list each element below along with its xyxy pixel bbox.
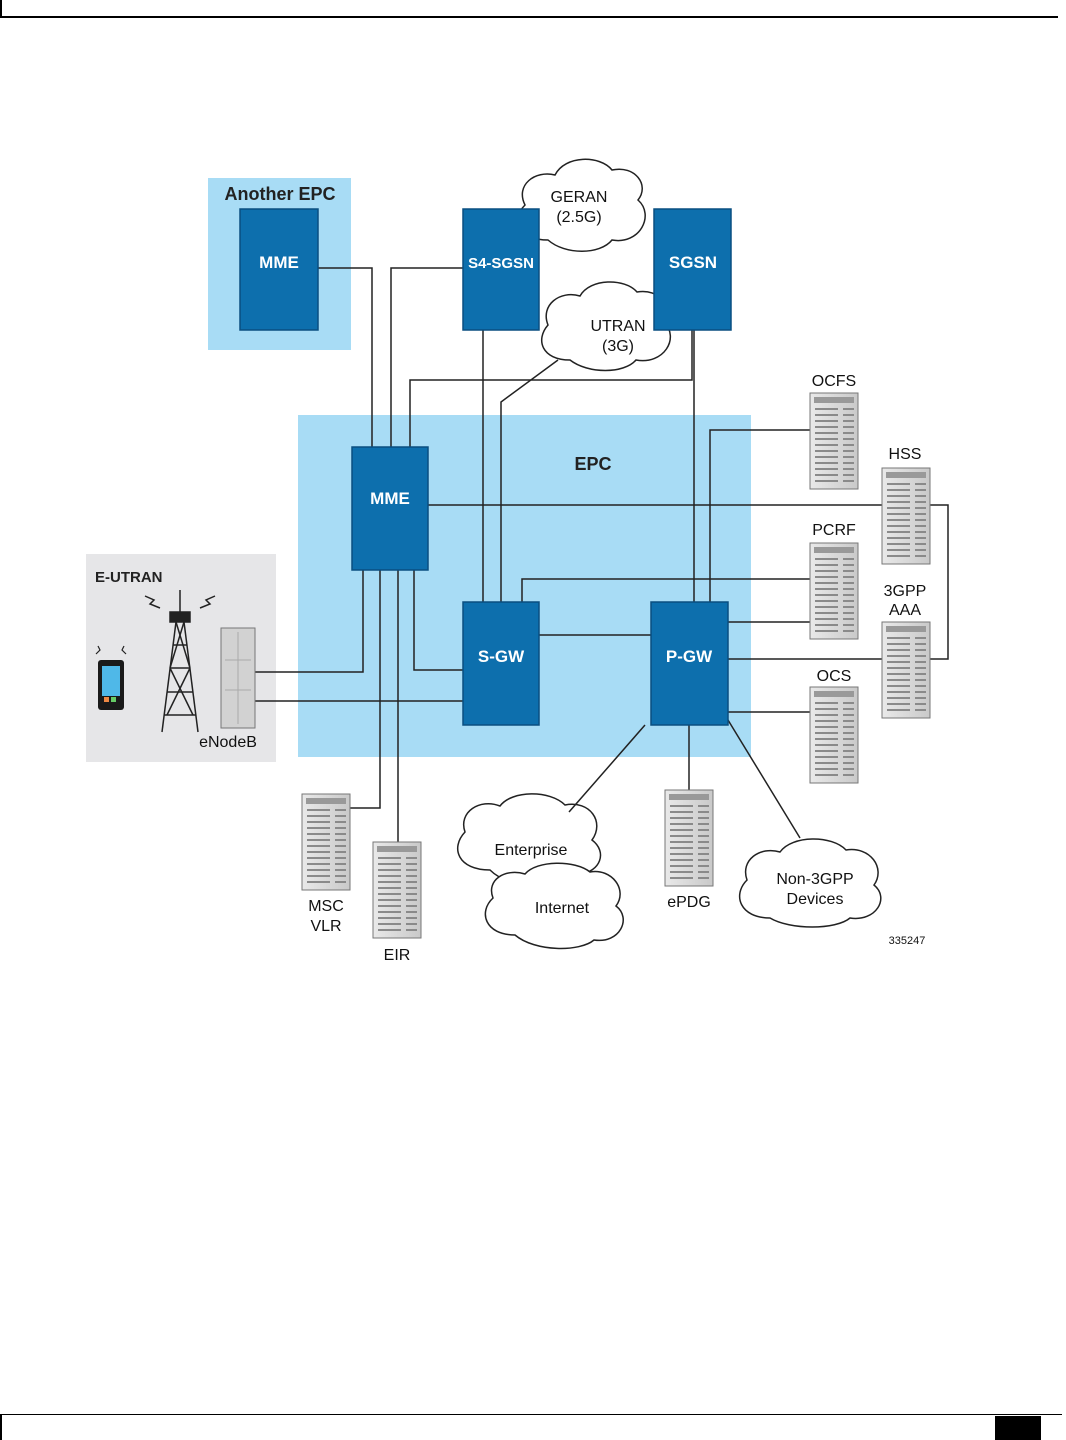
link-sgw-pcrf <box>521 578 810 602</box>
link-utran-sgw <box>500 359 559 602</box>
another-epc-title: Another EPC <box>224 184 335 204</box>
server-3gpp-aaa: 3GPP AAA <box>881 583 931 719</box>
geran-sublabel: (2.5G) <box>556 209 601 226</box>
link-mme-sgw <box>413 570 463 671</box>
pcrf-server-icon <box>809 542 859 640</box>
link-pgw-non3gpp <box>727 719 801 839</box>
link-mme-enodeb <box>255 570 364 673</box>
hss-label: HSS <box>889 446 922 463</box>
aaa-server-icon <box>881 621 931 719</box>
ocs-label: OCS <box>817 668 852 685</box>
internet-label: Internet <box>535 900 590 917</box>
link-pgw-ocfs <box>709 429 810 602</box>
node-mme: MME <box>351 446 429 571</box>
ocfs-server-icon <box>809 392 859 490</box>
ocfs-label: OCFS <box>812 373 856 390</box>
hss-server-icon <box>881 467 931 565</box>
page-header-rule <box>0 0 1058 18</box>
msc-server-icon <box>301 793 351 891</box>
sgsn-label: SGSN <box>669 253 717 272</box>
utran-cloud: UTRAN (3G) <box>540 281 672 372</box>
e-utran-title: E-UTRAN <box>95 569 163 586</box>
ocs-server-icon <box>809 686 859 784</box>
server-ocs: OCS <box>809 668 859 784</box>
node-p-gw: P-GW <box>650 601 729 726</box>
link-pgw-enterprise <box>568 724 646 813</box>
s-gw-label: S-GW <box>478 647 525 666</box>
server-eir: EIR <box>372 841 422 964</box>
link-s4sgsn-mme <box>390 267 463 447</box>
page-footer-rule <box>0 1414 1062 1440</box>
geran-cloud: GERAN (2.5G) <box>517 158 646 252</box>
server-msc-vlr: MSC VLR <box>301 793 351 935</box>
p-gw-label: P-GW <box>666 647 713 666</box>
figure-id: 335247 <box>889 935 926 947</box>
mobile-phone-icon <box>95 645 127 710</box>
page-number-tab <box>995 1416 1041 1440</box>
link-mme-msc <box>350 570 381 809</box>
node-sgsn: SGSN <box>653 208 732 331</box>
s4-sgsn-label: S4-SGSN <box>468 255 534 272</box>
link-hss-aaa <box>928 504 949 660</box>
epc-title: EPC <box>574 454 611 474</box>
server-ocfs: OCFS <box>809 373 859 490</box>
epdg-label: ePDG <box>667 894 711 911</box>
connection-lines <box>255 267 949 842</box>
server-pcrf: PCRF <box>809 522 859 640</box>
mme-other-label: MME <box>259 253 299 272</box>
geran-label: GERAN <box>551 189 608 206</box>
non-3gpp-label: Non-3GPP <box>776 871 853 888</box>
non-3gpp-cloud: Non-3GPP Devices <box>738 838 882 928</box>
node-s-gw: S-GW <box>462 601 540 726</box>
node-mme-other: MME <box>239 208 319 331</box>
eir-label: EIR <box>384 947 411 964</box>
non-3gpp-sublabel: Devices <box>787 891 844 908</box>
mme-label: MME <box>370 489 410 508</box>
utran-label: UTRAN <box>590 318 645 335</box>
aaa-label: 3GPP <box>884 583 927 600</box>
link-mme-other-mme <box>318 267 373 447</box>
aaa-sublabel: AAA <box>889 602 921 619</box>
eir-server-icon <box>372 841 422 939</box>
enterprise-label: Enterprise <box>495 842 568 859</box>
server-hss: HSS <box>881 446 931 565</box>
cell-tower-icon <box>144 590 216 733</box>
msc-label: MSC <box>308 898 344 915</box>
epdg-server-icon <box>664 789 714 887</box>
enodeb-label: eNodeB <box>199 734 257 751</box>
link-sgsn-mme <box>409 330 693 447</box>
enterprise-internet-cloud: Enterprise Internet <box>456 793 624 950</box>
pcrf-label: PCRF <box>812 522 856 539</box>
server-epdg: ePDG <box>664 789 714 911</box>
vlr-label: VLR <box>310 918 341 935</box>
node-s4-sgsn: S4-SGSN <box>462 208 540 331</box>
enodeb-unit: eNodeB <box>199 627 257 751</box>
utran-sublabel: (3G) <box>602 338 634 355</box>
